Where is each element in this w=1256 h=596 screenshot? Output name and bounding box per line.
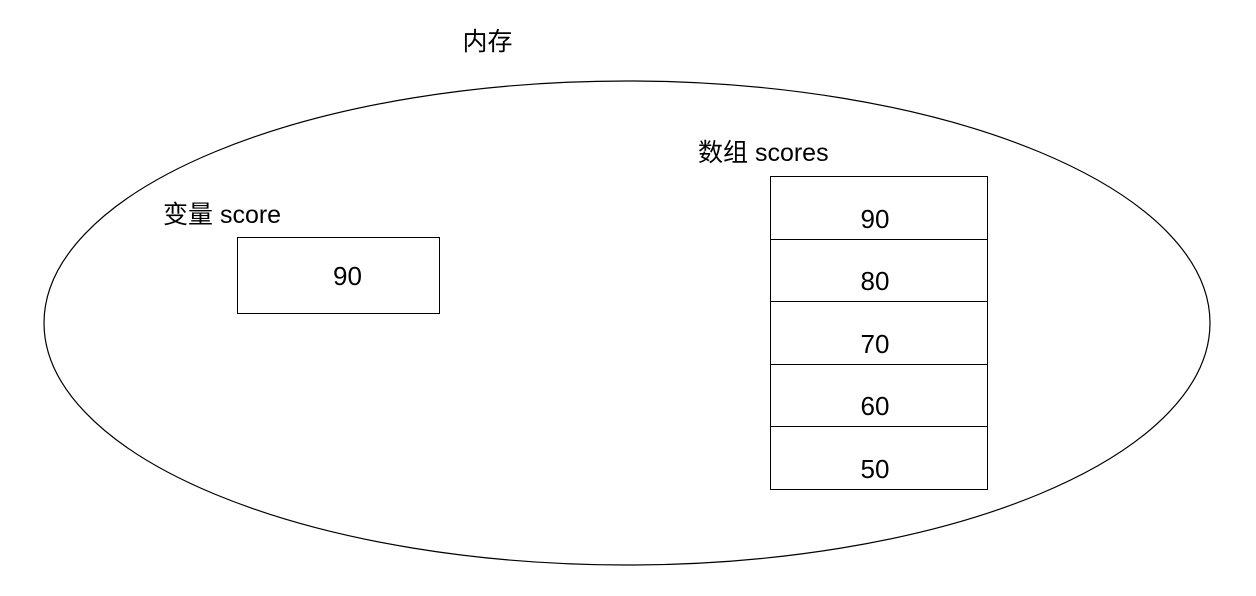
array-label: 数组 scores [698,139,829,167]
array-cell: 90 [771,177,987,240]
page-title: 内存 [462,28,513,56]
array-cell-value: 90 [860,203,890,234]
array-box: 90 80 70 60 50 [770,176,988,490]
variable-label: 变量 score [163,201,282,229]
variable-box: 90 [237,237,440,314]
array-cell: 50 [771,427,987,489]
array-cell-value: 80 [860,266,890,297]
array-cell-value: 70 [860,328,890,359]
variable-value: 90 [333,260,362,291]
array-cell: 80 [771,240,987,303]
array-cell: 60 [771,365,987,428]
array-cell-value: 60 [860,391,890,422]
array-cell: 70 [771,302,987,365]
array-cell-value: 50 [860,453,890,484]
